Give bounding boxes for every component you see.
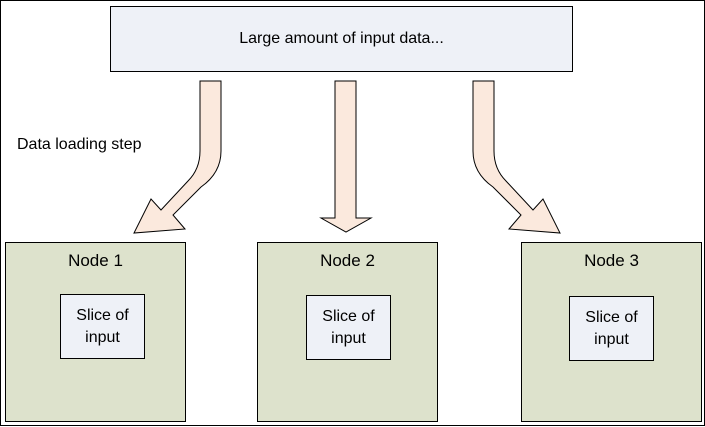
- node-3-slice-box: Slice of input: [569, 296, 654, 361]
- node-1-slice-label: Slice of input: [76, 306, 129, 346]
- arrow-to-node-2: [319, 80, 373, 233]
- input-data-label: Large amount of input data...: [239, 30, 444, 47]
- node-3-slice-label: Slice of input: [585, 308, 638, 348]
- node-2-box: Node 2 Slice of input: [257, 242, 438, 422]
- node-1-slice-box: Slice of input: [60, 294, 145, 359]
- node-1-box: Node 1 Slice of input: [5, 242, 186, 422]
- arrow-to-node-1: [133, 80, 222, 234]
- data-loading-step-label: Data loading step: [17, 136, 142, 153]
- input-data-box: Large amount of input data...: [110, 6, 573, 72]
- node-1-title: Node 1: [68, 251, 123, 270]
- node-3-box: Node 3 Slice of input: [521, 242, 702, 422]
- node-2-slice-box: Slice of input: [306, 295, 391, 360]
- arrow-to-node-3: [472, 80, 561, 234]
- node-2-title: Node 2: [320, 251, 375, 270]
- node-2-slice-label: Slice of input: [322, 307, 375, 347]
- node-3-title: Node 3: [584, 251, 639, 270]
